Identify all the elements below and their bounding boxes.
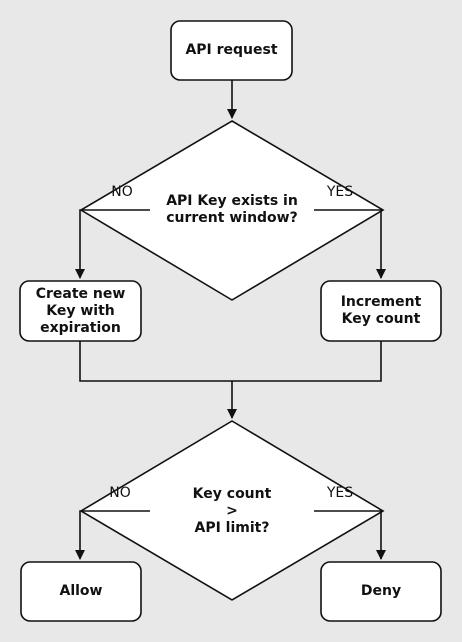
decision-limit-label: Key count > API limit? — [192, 485, 272, 536]
decision2-yes-label: YES — [326, 484, 354, 501]
start-label: API request — [185, 42, 278, 58]
decision-key-exists — [79, 120, 385, 301]
decision1-yes-label: YES — [326, 183, 354, 200]
decision1-no-label: NO — [111, 183, 133, 200]
edge-decision1-no — [75, 209, 150, 279]
edge-increment-merge — [232, 341, 382, 382]
deny-node — [320, 561, 442, 622]
deny-label: Deny — [360, 583, 402, 599]
increment-label: Increment Key count — [340, 294, 422, 327]
decision2-no-label: NO — [109, 484, 131, 501]
decision-limit — [79, 420, 385, 601]
allow-node — [20, 561, 142, 622]
edge-decision2-yes — [314, 510, 386, 560]
edge-create-merge — [79, 341, 232, 382]
edge-decision2-no — [75, 510, 150, 560]
allow-label: Allow — [59, 583, 103, 599]
decision-key-exists-label: API Key exists in current window? — [166, 193, 298, 226]
edge-decision1-yes — [314, 209, 386, 279]
create-key-label: Create new Key with expiration — [35, 285, 126, 336]
